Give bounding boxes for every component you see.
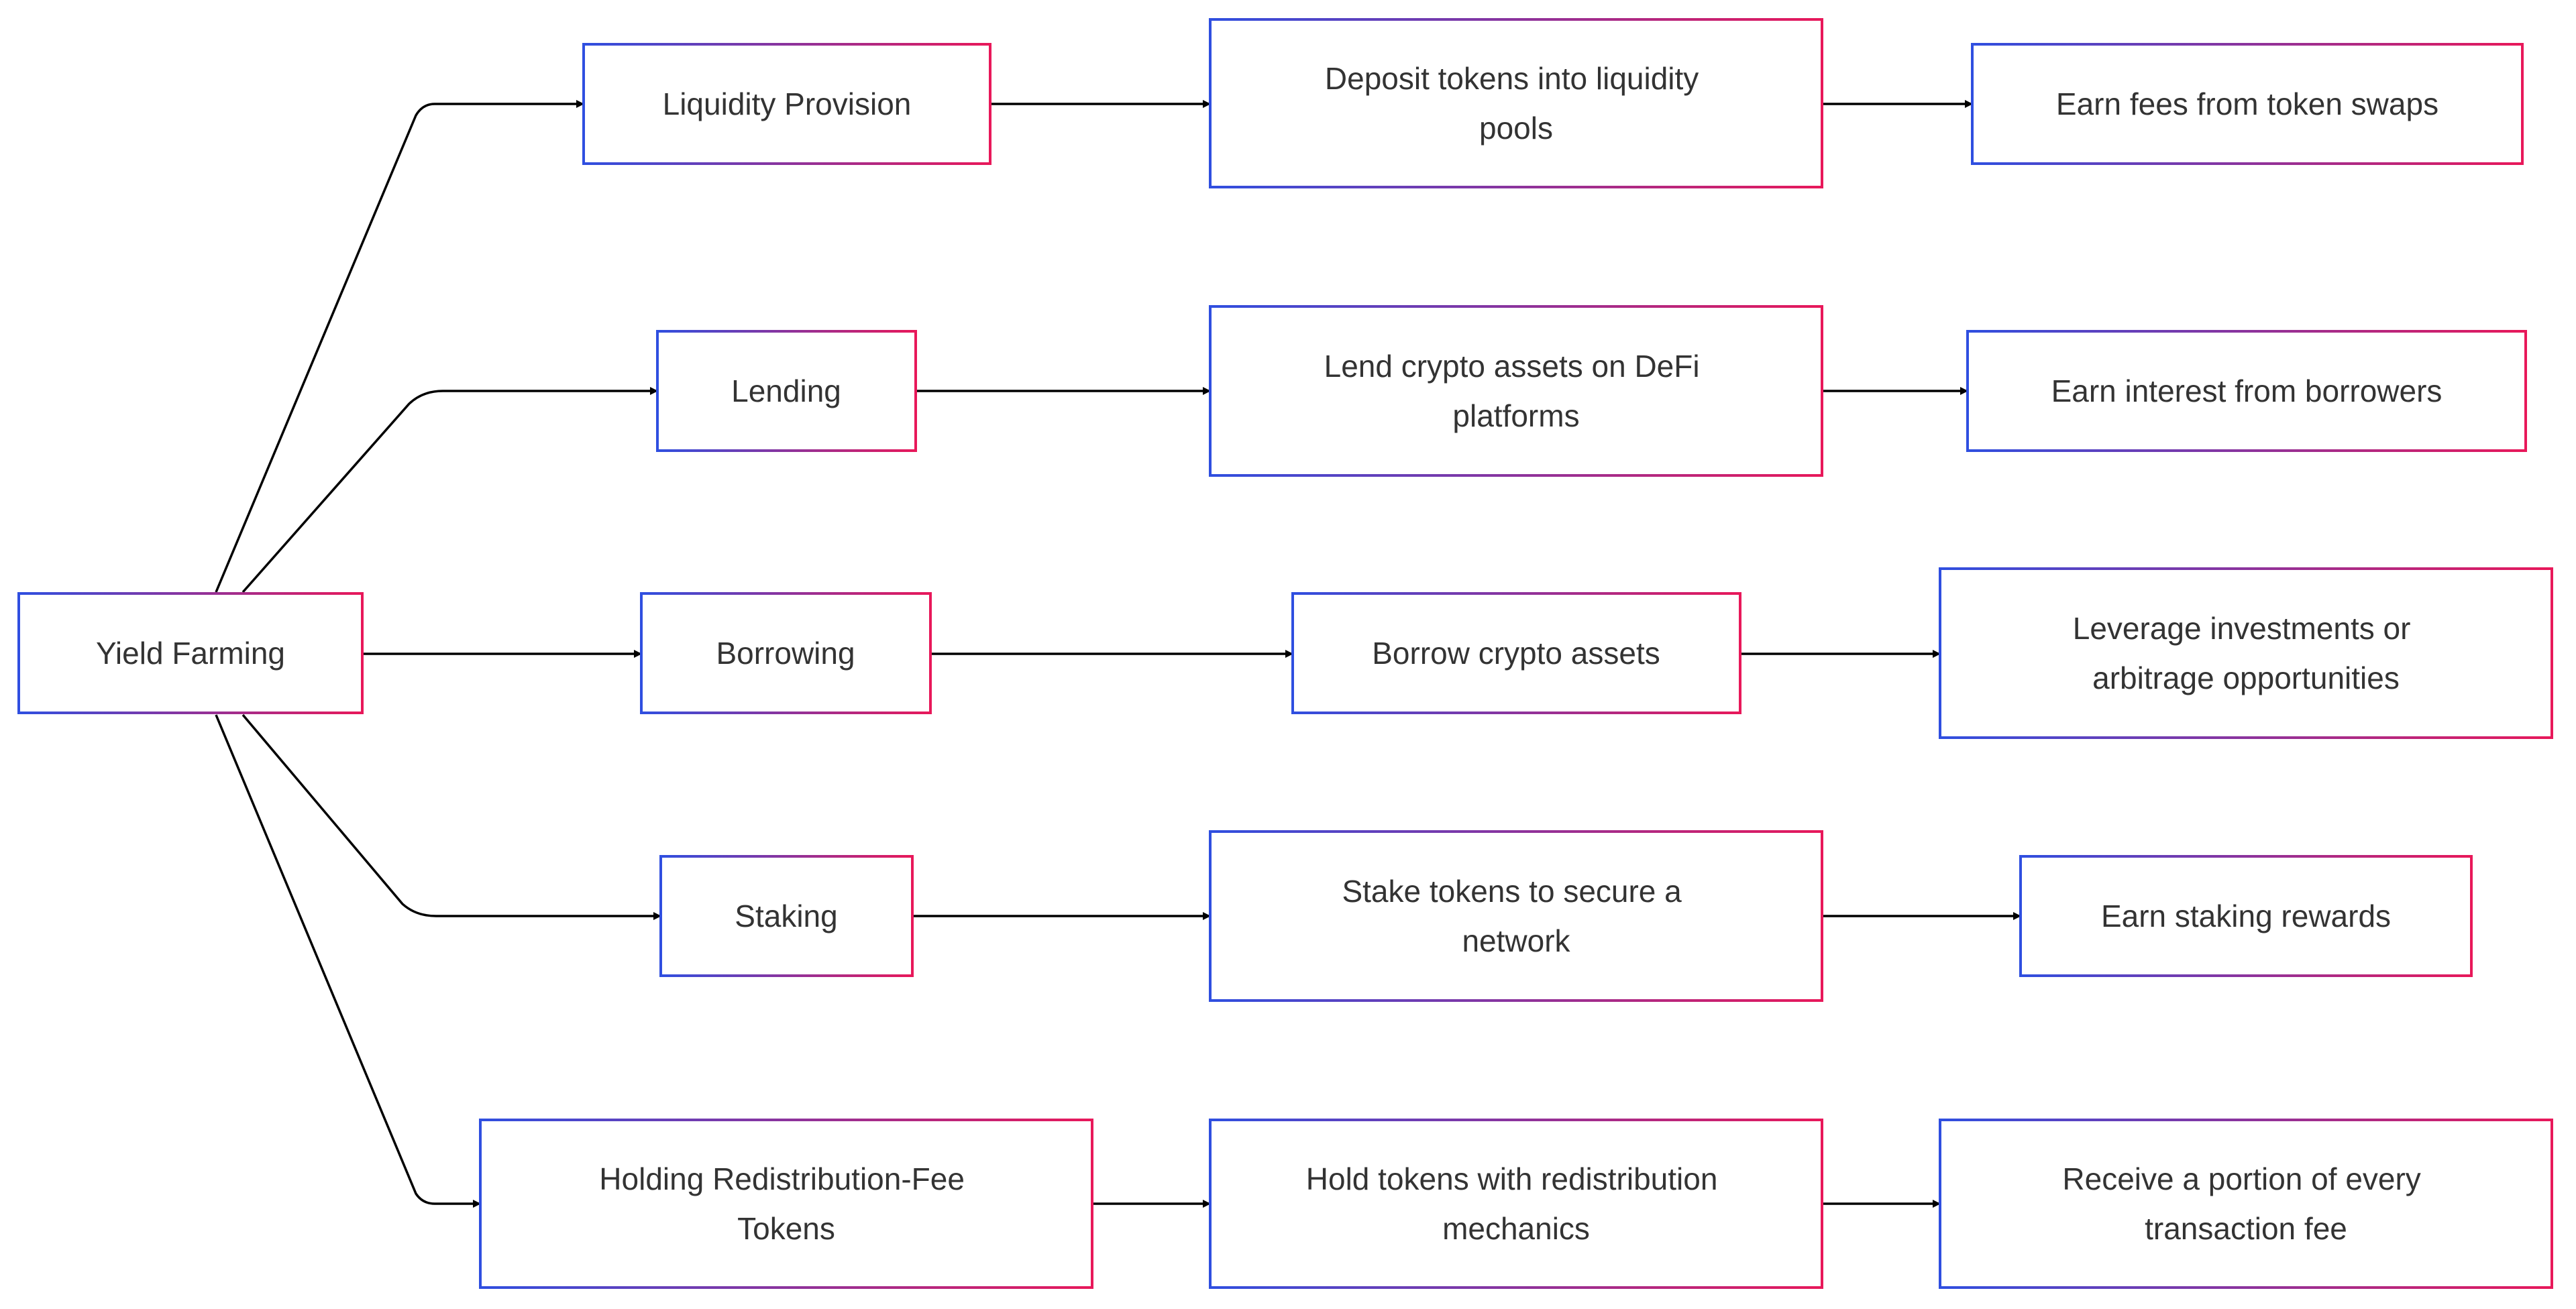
svg-text:Hold tokens with redistributio: Hold tokens with redistribution mechanic… [1306,1161,1726,1246]
node-layer: Yield Farming Liquidity Provision Lendin… [17,18,2553,1289]
svg-text:Leverage investments or: Leverage investments or arbitrage opport… [2073,611,2420,695]
edge-root-to-lending [241,387,658,593]
node-receive-transaction-fee[interactable]: Receive a portion of every transaction f… [1939,1119,2553,1289]
node-deposit-tokens[interactable]: Deposit tokens into liquidity pools [1209,18,1823,188]
svg-text:Deposit tokens into liquidity: Deposit tokens into liquidity pools [1325,61,1707,146]
svg-text:Borrowing: Borrowing [716,636,855,671]
node-earn-staking-rewards[interactable]: Earn staking rewards [2019,855,2473,977]
node-earn-interest[interactable]: Earn interest from borrowers [1966,330,2527,452]
node-leverage-investments[interactable]: Leverage investments or arbitrage opport… [1939,567,2553,739]
node-borrowing[interactable]: Borrowing [640,592,932,714]
node-borrow-crypto-assets[interactable]: Borrow crypto assets [1291,592,1741,714]
svg-text:Stake tokens to secure a: Stake tokens to secure a network [1342,874,1690,958]
node-lending[interactable]: Lending [656,330,917,452]
svg-text:Lend crypto assets on DeFi: Lend crypto assets on DeFi platforms [1324,349,1709,433]
svg-text:Lending: Lending [731,374,841,408]
node-lend-crypto-assets[interactable]: Lend crypto assets on DeFi platforms [1209,305,1823,477]
node-hold-tokens-redistribution[interactable]: Hold tokens with redistribution mechanic… [1209,1119,1823,1289]
svg-text:Earn staking rewards: Earn staking rewards [2101,899,2391,933]
edge-layer [215,100,2021,1208]
edge-root-to-liquidity-provision [215,100,584,593]
svg-text:Staking: Staking [735,899,837,933]
svg-text:Liquidity Provision: Liquidity Provision [663,87,912,121]
svg-text:Earn interest from borrowers: Earn interest from borrowers [2051,374,2443,408]
node-staking[interactable]: Staking [659,855,914,977]
edge-root-to-holding-tokens [215,714,481,1208]
svg-text:Receive a portion of every: Receive a portion of every transaction f… [2062,1161,2429,1246]
svg-text:Holding Redistribution-Fee: Holding Redistribution-Fee Tokens [599,1161,973,1246]
node-holding-redistribution-fee-tokens[interactable]: Holding Redistribution-Fee Tokens [479,1119,1093,1289]
node-stake-tokens[interactable]: Stake tokens to secure a network [1209,830,1823,1002]
svg-text:Yield Farming: Yield Farming [96,636,285,671]
node-earn-fees[interactable]: Earn fees from token swaps [1971,43,2524,165]
svg-text:Earn fees from token swaps: Earn fees from token swaps [2056,87,2438,121]
edge-root-to-staking [241,714,661,920]
node-yield-farming[interactable]: Yield Farming [17,592,364,714]
node-liquidity-provision[interactable]: Liquidity Provision [582,43,991,165]
svg-text:Borrow crypto assets: Borrow crypto assets [1372,636,1660,671]
